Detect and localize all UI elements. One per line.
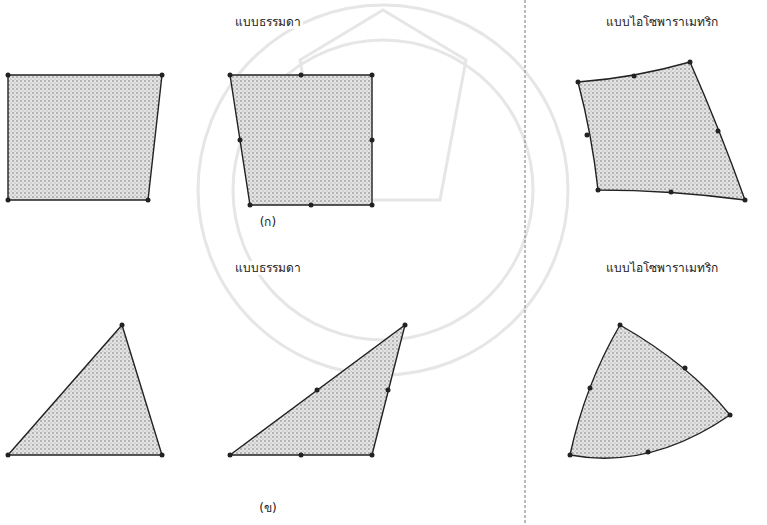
figure-tag: (ข) [257, 501, 278, 515]
section-heading: แบบธรรมดา [233, 15, 303, 29]
figure-tag: (ก) [258, 215, 278, 229]
element-shapes [8, 62, 745, 458]
section-heading: แบบธรรมดา [233, 261, 303, 275]
watermark-seal [198, 5, 568, 375]
divider-line [525, 0, 526, 525]
section-heading: แบบไอโซพาราเมทริก [604, 261, 720, 275]
section-heading: แบบไอโซพาราเมทริก [604, 15, 720, 29]
element-nodes [6, 60, 748, 458]
